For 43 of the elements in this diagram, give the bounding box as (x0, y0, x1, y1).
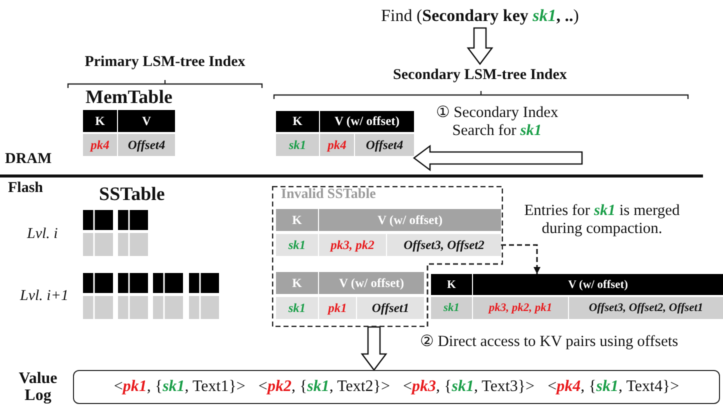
header-cell: K (276, 209, 318, 231)
table-cell: Offset1 (357, 297, 424, 319)
table-cell: Offset3, Offset2, Offset1 (569, 297, 723, 319)
log-entry: <pk1, {sk1, Text1}> (114, 378, 246, 396)
table-cell: Offset4 (355, 134, 414, 156)
table-cell: pk4 (83, 134, 117, 156)
memory-tier-label: DRAM (5, 151, 52, 168)
table-cell: sk1 (276, 134, 319, 156)
header-cell: V (w/ offset) (319, 209, 501, 231)
table-cell: pk1 (319, 297, 356, 319)
header-cell: K (276, 272, 318, 294)
table-cell: pk4 (320, 134, 354, 156)
table-cell: Offset3, Offset2 (387, 234, 501, 256)
header-cell: V (w/ offset) (319, 272, 424, 294)
table-heading: MemTable (84, 88, 174, 108)
level-label: Lvl. i (27, 226, 58, 243)
table-heading: SSTable (99, 184, 165, 206)
table-cell: Offset4 (118, 134, 175, 156)
header-cell: K (83, 110, 117, 132)
log-entry: <pk3, {sk1, Text3}> (403, 378, 535, 396)
header-cell: V (w/ offset) (473, 274, 723, 295)
group-title: Invalid SSTable (281, 187, 376, 203)
header-cell: V (118, 110, 175, 132)
table-cell: pk3, pk2 (319, 234, 386, 256)
query-text: Find (Secondary key sk1, ..) (330, 4, 630, 28)
log-entry: <pk4, {sk1, Text4}> (548, 378, 680, 396)
header-cell: K (276, 111, 319, 132)
memory-tier-label: Flash (8, 180, 44, 197)
row-heading: Value Log (18, 370, 58, 406)
table-cell: pk3, pk2, pk1 (473, 297, 568, 319)
log-entry: <pk2, {sk1, Text2}> (258, 378, 390, 396)
header-cell: K (431, 274, 472, 295)
table-cell: sk1 (276, 234, 318, 256)
hollow-arrow (412, 144, 583, 172)
section-heading: Secondary LSM-tree Index (370, 64, 590, 86)
table-cell: sk1 (276, 297, 318, 319)
section-heading: Primary LSM-tree Index (84, 54, 246, 71)
level-label: Lvl. i+1 (20, 288, 68, 305)
header-cell: V (w/ offset) (320, 111, 414, 132)
dashed-arrow (501, 244, 540, 274)
hollow-arrow (360, 326, 388, 372)
hollow-arrow (466, 27, 494, 66)
table-cell: sk1 (431, 297, 472, 319)
